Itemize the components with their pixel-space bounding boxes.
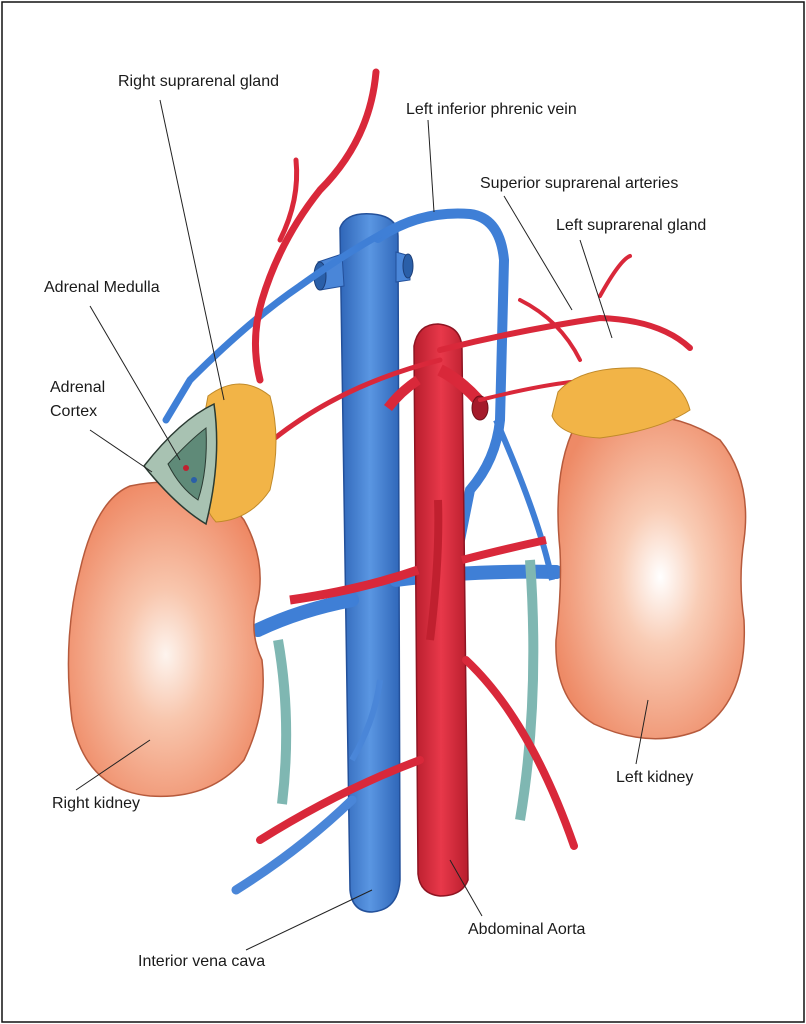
abdominal-aorta bbox=[256, 323, 578, 897]
label-left-suprarenal-gland: Left suprarenal gland bbox=[556, 217, 706, 234]
labels: Right suprarenal gland Left inferior phr… bbox=[44, 73, 706, 970]
left-suprarenal-gland bbox=[551, 367, 691, 439]
renal-veins bbox=[251, 418, 563, 821]
label-abdominal-aorta: Abdominal Aorta bbox=[468, 921, 586, 938]
right-suprarenal-gland bbox=[143, 383, 277, 526]
adrenal-medulla-section bbox=[167, 427, 207, 501]
leader-lines bbox=[75, 99, 649, 951]
label-right-kidney: Right kidney bbox=[52, 795, 140, 812]
right-kidney bbox=[67, 481, 264, 798]
label-left-inferior-phrenic-vein: Left inferior phrenic vein bbox=[406, 101, 577, 118]
left-inferior-phrenic-vein bbox=[162, 208, 510, 545]
label-adrenal-cortex-line2: Cortex bbox=[50, 403, 97, 420]
label-adrenal-cortex-line1: Adrenal bbox=[50, 379, 105, 396]
left-kidney bbox=[555, 414, 747, 740]
label-right-suprarenal-gland: Right suprarenal gland bbox=[118, 73, 279, 90]
label-inferior-vena-cava: Interior vena cava bbox=[138, 953, 265, 970]
label-left-kidney: Left kidney bbox=[616, 769, 693, 786]
label-superior-suprarenal-arteries: Superior suprarenal arteries bbox=[480, 175, 678, 192]
label-adrenal-medulla: Adrenal Medulla bbox=[44, 279, 160, 296]
